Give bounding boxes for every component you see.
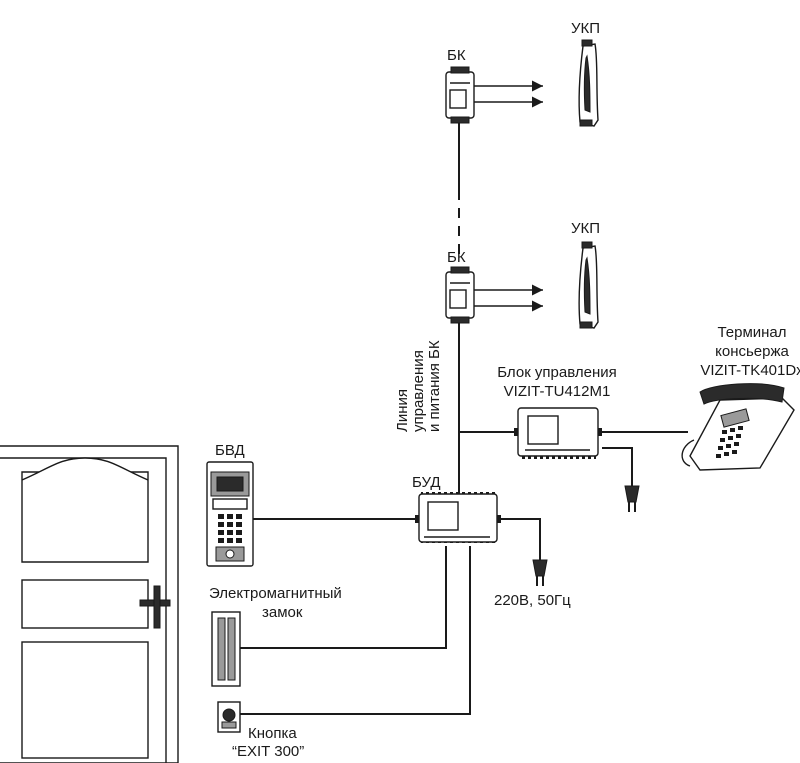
ukp-mid-label: УКП [571,220,600,237]
bvd-label: БВД [215,442,245,459]
bud-label: БУД [412,474,441,491]
bvd-keypad [218,514,242,543]
control-unit-box [514,405,602,459]
control-power-plug [624,485,640,512]
bus-line-label: Линия управления и питания БК [394,340,443,432]
lock-label-1: Электромагнитный [209,585,342,602]
bk-top-unit [445,66,475,124]
exit-button-wire [240,546,471,715]
terminal-label-1: Терминал [717,324,786,341]
concierge-terminal-phone [681,383,795,471]
bud-power-plug [532,559,548,586]
exit-button-device [217,701,241,733]
bus-line-label-3: и питания БК [426,340,443,432]
bus-line-label-2: управления [410,350,427,432]
exit-button-label-1: Кнопка [248,725,297,742]
electromagnetic-lock [211,611,241,687]
power-label: 220В, 50Гц [494,592,571,609]
bk-top-label: БК [447,47,466,64]
lock-wire [240,546,447,649]
ukp-mid-handset [578,241,599,329]
control-power-cord [602,447,633,486]
control-unit-label-2: VIZIT-TU412M1 [504,383,611,400]
lock-label-2: замок [262,604,303,621]
bus-line-label-1: Линия [394,389,411,432]
terminal-label-3: VIZIT-TK401Dx [700,362,800,379]
ukp-top-handset [578,39,599,127]
bud-unit-box [415,491,501,545]
bvd-entry-panel [206,461,254,567]
ukp-top-label: УКП [571,20,600,37]
bud-power-cord [501,518,541,560]
bk-mid-unit [445,266,475,324]
bk-mid-label: БК [447,249,466,266]
door [0,445,179,763]
terminal-label-2: консьержа [715,343,789,360]
exit-button-label-2: “EXIT 300” [232,743,304,760]
control-unit-label-1: Блок управления [497,364,616,381]
